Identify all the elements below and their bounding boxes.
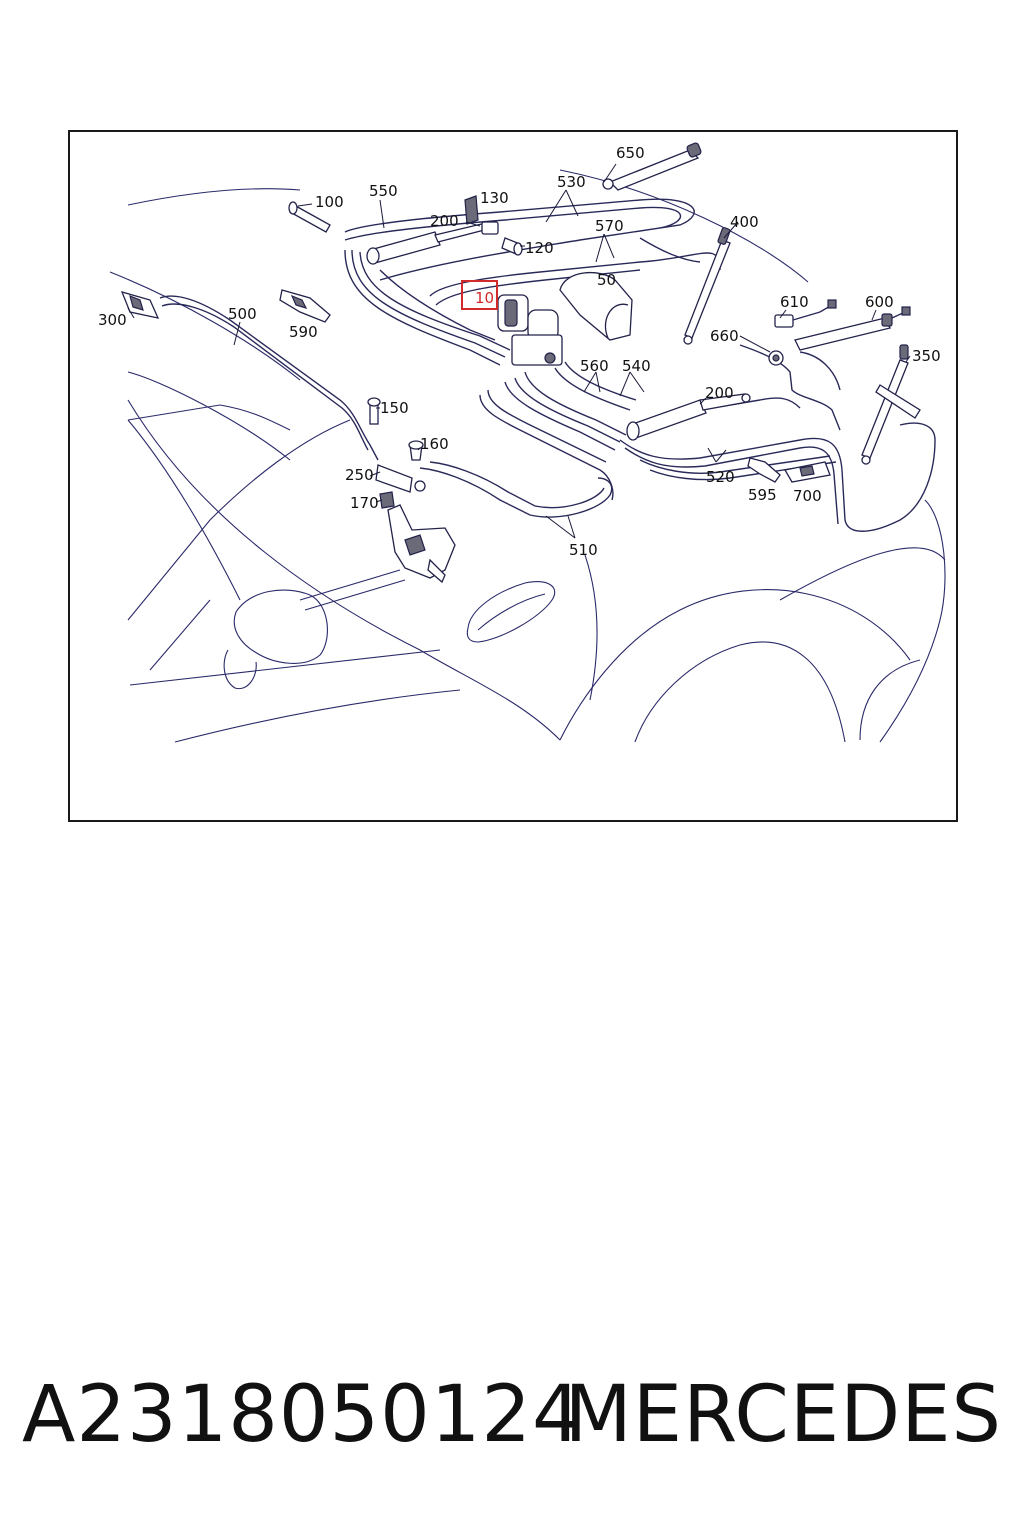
callout-300: 300 [98,311,127,329]
callout-200-bottom: 200 [705,384,734,402]
callout-150: 150 [380,399,409,417]
footer: A2318050124 MERCEDES [0,1370,1024,1480]
bracket-590 [279,289,331,323]
callout-10-highlighted: 10 [475,289,494,307]
callout-400: 400 [730,213,759,231]
linkage-assembly [387,504,456,584]
clip-170 [379,491,395,509]
callout-550: 550 [369,182,398,200]
callout-130: 130 [480,189,509,207]
car-body-outline [109,169,946,743]
parts [120,142,921,584]
hydraulic-cylinder-650 [602,142,702,191]
hydraulic-pump-10 [497,294,563,366]
bushing-660 [768,350,784,366]
callout-200-top: 200 [430,212,459,230]
hydraulic-lines [159,198,936,532]
callout-labels: 650 530 100 550 130 200 120 570 400 50 1… [98,144,941,559]
callout-120: 120 [525,239,554,257]
callout-160: 160 [420,435,449,453]
leader-lines [127,163,911,539]
cylinder-600 [794,306,911,351]
callout-610: 610 [780,293,809,311]
bracket-200-top [481,221,499,235]
sensor-610 [774,299,837,328]
bracket-700 [783,461,831,483]
callout-560: 560 [580,357,609,375]
brand-name: MERCEDES [564,1370,1002,1460]
callout-170: 170 [350,494,379,512]
callout-350: 350 [912,347,941,365]
callout-500: 500 [228,305,257,323]
callout-510: 510 [569,541,598,559]
lock-250 [375,464,426,493]
highlight-box-10 [461,280,498,310]
pump-cover-50 [559,271,633,341]
callout-100: 100 [315,193,344,211]
callout-520: 520 [706,468,735,486]
bracket-300 [120,291,160,319]
callout-250: 250 [345,466,374,484]
clip-130 [464,195,479,225]
callout-595: 595 [748,486,777,504]
callout-540: 540 [622,357,651,375]
bracket-595 [747,457,781,483]
pin-150 [367,397,381,425]
callout-530: 530 [557,173,586,191]
callout-600: 600 [865,293,894,311]
callout-50: 50 [597,271,616,289]
part-number: A2318050124 [22,1370,583,1460]
hydraulic-cylinder-540 [626,393,751,441]
gas-strut-400 [683,227,731,345]
pin-100 [288,201,331,233]
gas-strut-350 [861,344,921,465]
callout-660: 660 [710,327,739,345]
callout-570: 570 [595,217,624,235]
callout-590: 590 [289,323,318,341]
callout-650: 650 [616,144,645,162]
callout-700: 700 [793,487,822,505]
